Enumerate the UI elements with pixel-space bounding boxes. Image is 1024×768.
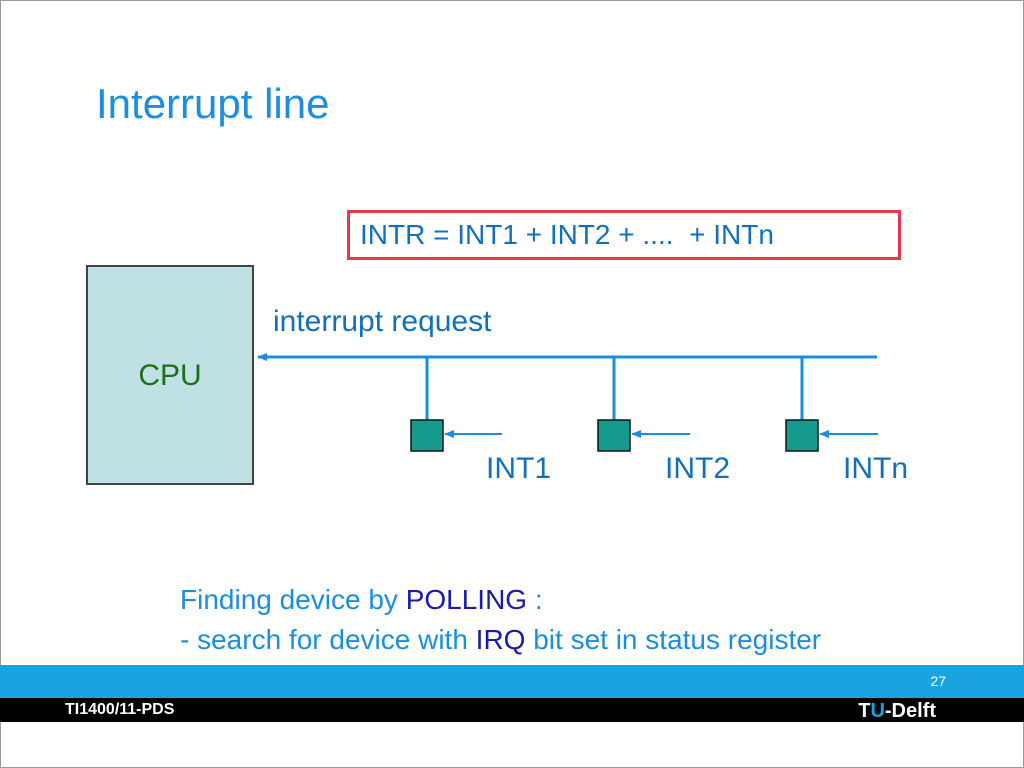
polling-keyword: POLLING [405, 584, 528, 615]
footer-black-bar: TI1400/11-PDS TU-Delft [0, 698, 1024, 722]
intr-formula-box: INTR = INT1 + INT2 + .... + INTn [347, 210, 901, 260]
irq-note-prefix: - search for device with [180, 624, 476, 655]
interrupt-request-label: interrupt request [273, 305, 492, 338]
irq-note-suffix: bit set in status register [525, 624, 822, 655]
device-int2 [597, 357, 690, 452]
device-int1 [410, 357, 502, 452]
device-int1-box [410, 419, 444, 452]
polling-note-line-2: - search for device with IRQ bit set in … [180, 624, 821, 656]
int1-label: INT1 [486, 452, 552, 485]
tu-delft-logo: TU-Delft [858, 700, 936, 723]
course-code: TI1400/11-PDS [65, 701, 175, 718]
polling-note-line-1: Finding device by POLLING : [180, 584, 543, 616]
page-number: 27 [930, 673, 946, 689]
polling-note-suffix: : [527, 584, 543, 615]
device-int2-box [597, 419, 631, 452]
irq-keyword: IRQ [475, 624, 526, 655]
device-intn-box [785, 419, 819, 452]
polling-note-prefix: Finding device by [180, 584, 406, 615]
footer-blue-bar: 27 [0, 665, 1024, 698]
logo-u: U [870, 700, 885, 722]
cpu-label: CPU [138, 359, 202, 392]
cpu-box: CPU [86, 265, 254, 485]
int2-label: INT2 [665, 452, 731, 485]
intn-label: INTn [843, 452, 909, 485]
device-intn [785, 357, 878, 452]
slide-title: Interrupt line [96, 80, 330, 127]
logo-t: T [858, 700, 871, 722]
logo-rest: -Delft [884, 700, 936, 722]
